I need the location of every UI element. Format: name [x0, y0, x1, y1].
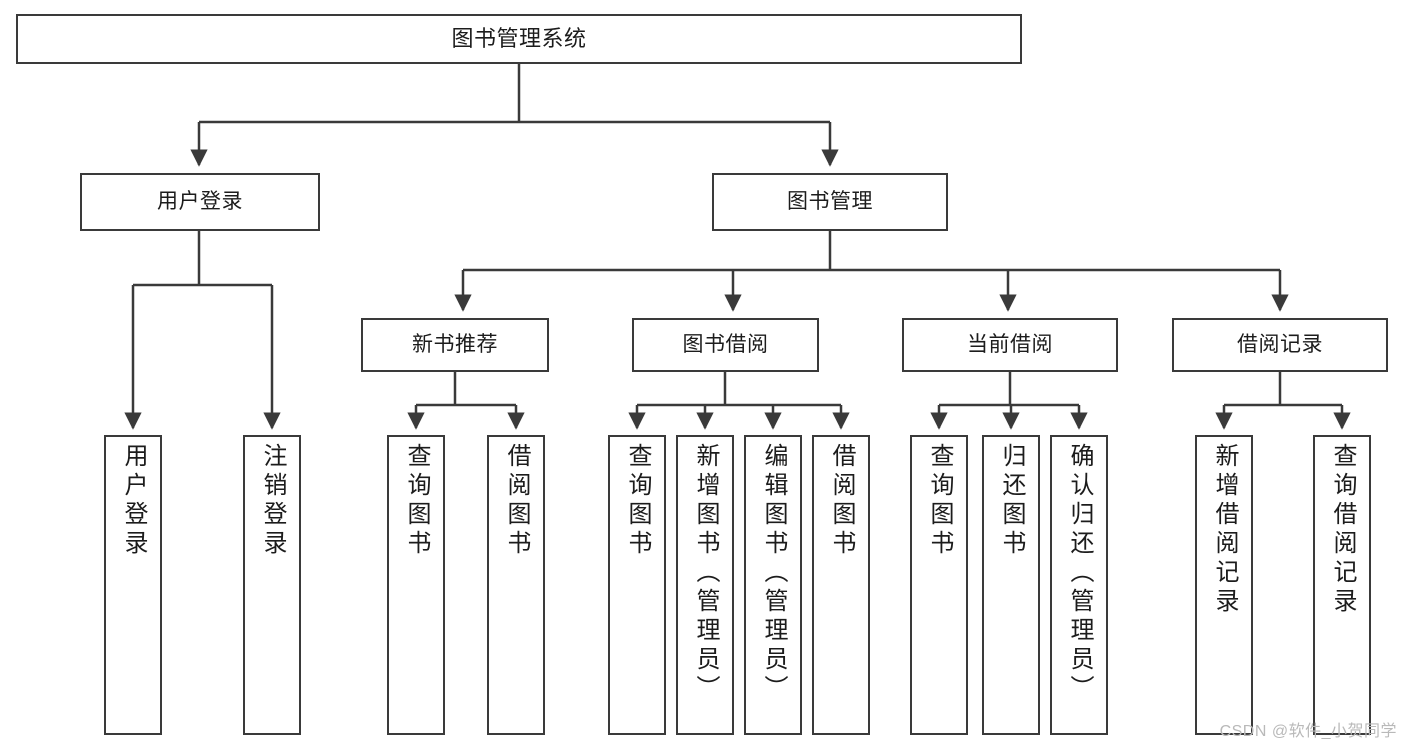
- node-leaf-return-book-label: 归还图书: [998, 443, 1025, 559]
- node-root-label: 图书管理系统: [451, 26, 587, 52]
- node-current-borrow[interactable]: 当前借阅: [902, 318, 1118, 372]
- node-leaf-confirm-return-label: 确认归还（管理员）: [1066, 443, 1093, 704]
- node-leaf-add-borrow-record-label: 新增借阅记录: [1211, 443, 1238, 617]
- node-book-borrow[interactable]: 图书借阅: [632, 318, 819, 372]
- node-book-management-label: 图书管理: [787, 189, 873, 213]
- node-leaf-query-book-1-label: 查询图书: [403, 443, 430, 559]
- watermark: CSDN @软件_小贺同学: [1219, 723, 1397, 740]
- node-leaf-add-borrow-record[interactable]: 新增借阅记录: [1195, 435, 1253, 735]
- node-user-login[interactable]: 用户登录: [80, 173, 320, 231]
- node-leaf-add-book-admin[interactable]: 新增图书（管理员）: [676, 435, 734, 735]
- node-borrow-record-label: 借阅记录: [1237, 332, 1323, 356]
- node-leaf-logout-login[interactable]: 注销登录: [243, 435, 301, 735]
- node-new-book-recommend[interactable]: 新书推荐: [361, 318, 549, 372]
- node-leaf-user-login[interactable]: 用户登录: [104, 435, 162, 735]
- node-borrow-record[interactable]: 借阅记录: [1172, 318, 1388, 372]
- node-leaf-return-book[interactable]: 归还图书: [982, 435, 1040, 735]
- node-leaf-query-book-2-label: 查询图书: [624, 443, 651, 559]
- node-leaf-add-book-admin-label: 新增图书（管理员）: [692, 443, 719, 704]
- node-leaf-borrow-book-1[interactable]: 借阅图书: [487, 435, 545, 735]
- node-book-borrow-label: 图书借阅: [682, 332, 769, 356]
- node-leaf-logout-login-label: 注销登录: [259, 443, 286, 559]
- node-leaf-query-borrow-record-label: 查询借阅记录: [1329, 443, 1356, 617]
- node-new-book-recommend-label: 新书推荐: [412, 332, 498, 356]
- node-user-login-label: 用户登录: [157, 189, 243, 213]
- node-leaf-confirm-return[interactable]: 确认归还（管理员）: [1050, 435, 1108, 735]
- node-root[interactable]: 图书管理系统: [16, 14, 1022, 64]
- node-leaf-query-book-3-label: 查询图书: [926, 443, 953, 559]
- node-leaf-query-borrow-record[interactable]: 查询借阅记录: [1313, 435, 1371, 735]
- node-leaf-borrow-book-2[interactable]: 借阅图书: [812, 435, 870, 735]
- node-current-borrow-label: 当前借阅: [967, 332, 1053, 356]
- node-leaf-query-book-1[interactable]: 查询图书: [387, 435, 445, 735]
- node-leaf-user-login-label: 用户登录: [120, 443, 147, 559]
- node-book-management[interactable]: 图书管理: [712, 173, 948, 231]
- node-leaf-borrow-book-1-label: 借阅图书: [503, 443, 530, 559]
- node-leaf-edit-book-admin[interactable]: 编辑图书（管理员）: [744, 435, 802, 735]
- node-leaf-edit-book-admin-label: 编辑图书（管理员）: [760, 443, 787, 704]
- node-leaf-query-book-3[interactable]: 查询图书: [910, 435, 968, 735]
- node-leaf-query-book-2[interactable]: 查询图书: [608, 435, 666, 735]
- node-leaf-borrow-book-2-label: 借阅图书: [828, 443, 855, 559]
